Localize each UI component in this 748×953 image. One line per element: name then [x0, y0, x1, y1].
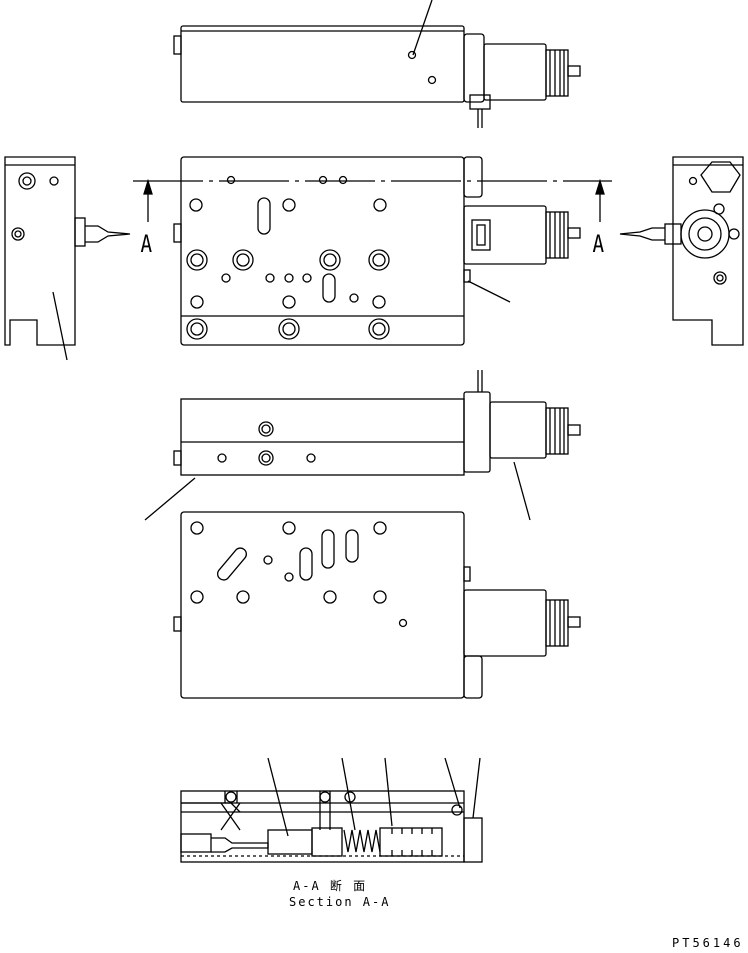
solenoid — [463, 589, 581, 657]
section-mark-left: A — [140, 230, 153, 258]
right-side-view — [619, 156, 744, 346]
leader-line — [52, 291, 68, 361]
left-side-view — [4, 156, 131, 361]
drawing-code: PT56146 — [672, 936, 744, 950]
leader-line — [412, 0, 433, 56]
front-view — [173, 156, 581, 346]
section-caption-en: Section A-A — [289, 895, 391, 909]
leader-line — [384, 757, 393, 827]
section-arrow-right — [595, 178, 605, 222]
leader-line — [144, 477, 196, 521]
leader-line — [513, 461, 531, 521]
section-arrow-left — [143, 178, 153, 222]
bottom-view — [144, 370, 581, 521]
top-view — [173, 0, 581, 128]
leader-line — [444, 757, 461, 809]
leader-line — [341, 757, 356, 831]
solenoid — [463, 205, 581, 265]
section-a-a-view — [180, 757, 483, 863]
section-caption-jp: A-A 断 面 — [293, 879, 368, 893]
leader-line — [267, 757, 289, 837]
leader-line — [467, 280, 511, 303]
solenoid — [463, 33, 581, 128]
leader-line — [472, 757, 481, 819]
section-mark-right: A — [592, 230, 605, 258]
spring — [343, 829, 381, 853]
solenoid — [477, 370, 581, 459]
rear-view — [173, 511, 581, 699]
